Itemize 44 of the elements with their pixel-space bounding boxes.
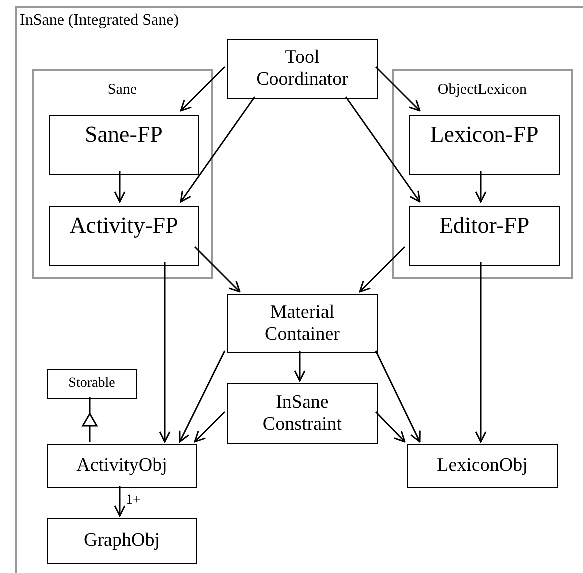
class-box [47, 369, 137, 399]
box-label: Material Container [264, 302, 341, 346]
group-title: ObjectLexicon [436, 81, 528, 99]
arrow [294, 351, 306, 382]
group-title: InSane (Integrated Sane) [20, 11, 180, 31]
arrow [345, 96, 421, 203]
system-frame [15, 6, 583, 573]
class-box [409, 206, 560, 266]
arrow [159, 262, 171, 443]
box-label: InSane Constraint [262, 392, 344, 436]
group-title: Sane [106, 81, 138, 99]
class-box [47, 444, 197, 488]
component-group [32, 69, 213, 279]
arrow [194, 411, 226, 443]
class-box [227, 294, 378, 353]
class-box [409, 115, 560, 175]
box-label: GraphObj [83, 530, 161, 552]
arrow [180, 96, 256, 203]
class-box [47, 518, 197, 564]
arrow [114, 171, 126, 203]
box-label: Tool Coordinator [256, 47, 350, 91]
arrow [475, 262, 487, 443]
box-label: Lexicon-FP [429, 122, 540, 148]
arrow [114, 486, 126, 517]
box-label: Editor-FP [438, 213, 531, 239]
arrow [475, 171, 487, 203]
arrow [179, 350, 226, 443]
box-label: Sane-FP [84, 122, 164, 148]
edge-label: 1+ [125, 493, 142, 509]
box-label: ActivityObj [76, 455, 168, 477]
class-box [49, 115, 199, 175]
class-box [227, 39, 378, 99]
arrow [194, 246, 241, 293]
box-label: Activity-FP [68, 213, 180, 239]
box-label: LexiconObj [436, 455, 529, 477]
box-label: Storable [68, 376, 116, 392]
generalization-arrow [82, 397, 98, 442]
class-box [407, 444, 558, 488]
class-box [49, 206, 199, 266]
arrow [359, 246, 406, 293]
class-box [227, 383, 378, 444]
component-group [392, 69, 573, 279]
arrow [375, 350, 421, 443]
arrow [375, 411, 406, 443]
